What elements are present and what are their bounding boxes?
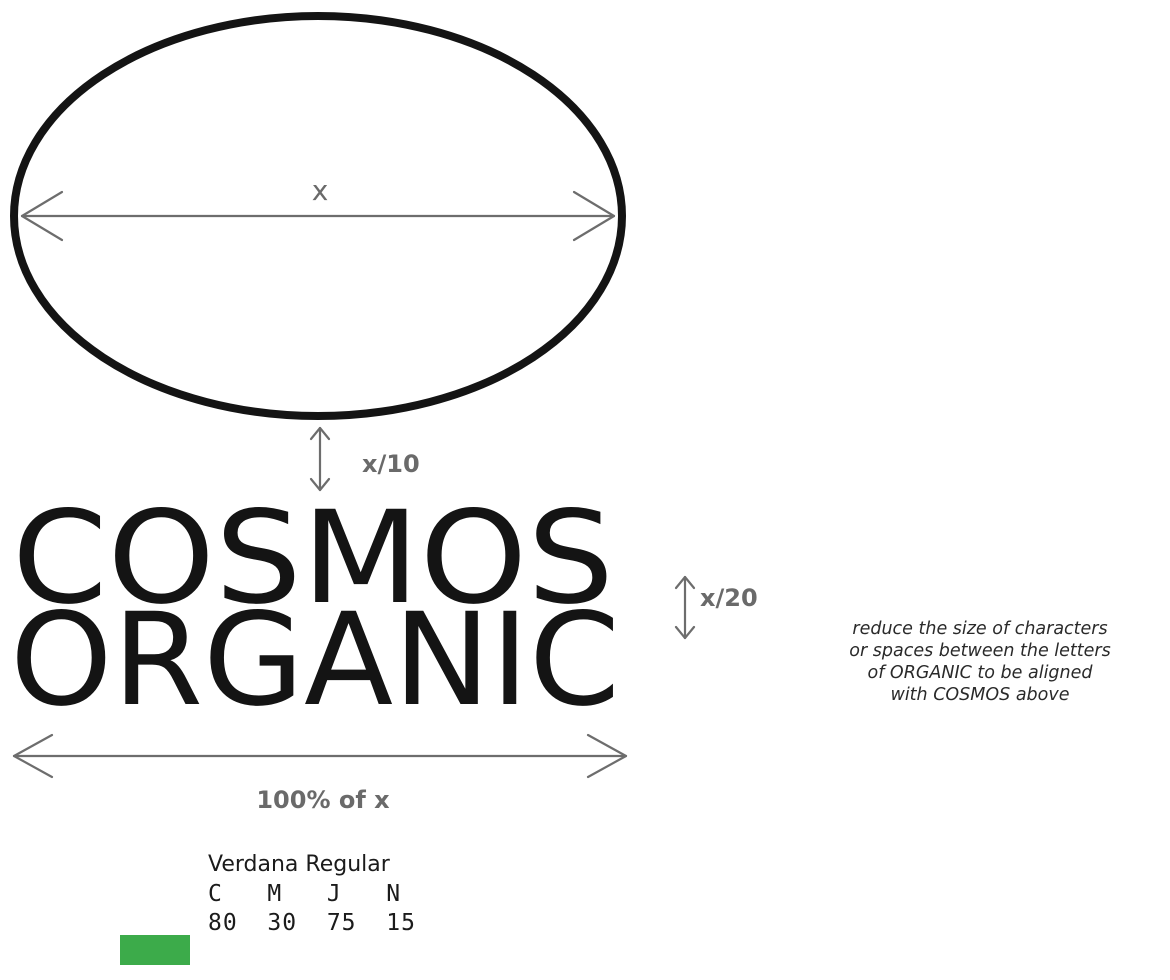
text-width-arrow <box>12 733 628 779</box>
font-name: Verdana Regular <box>208 852 390 877</box>
gap-arrow <box>309 426 331 492</box>
channel-name: J <box>326 881 342 907</box>
logo-ellipse <box>10 12 626 420</box>
wordmark-line-organic: ORGANIC <box>10 586 620 735</box>
note-line: reduce the size of characters <box>852 619 1108 639</box>
ellipse-width-arrow <box>20 190 616 242</box>
cmyk-channel-names: C M J N <box>208 880 416 909</box>
cmyk-channel-values: 80 30 75 15 <box>208 909 416 938</box>
gap-label: x/10 <box>362 450 420 478</box>
wordmark-line-cosmos: COSMOS <box>12 484 614 633</box>
note-line: or spaces between the letters <box>849 641 1111 661</box>
text-width-label: 100% of x <box>256 786 390 814</box>
note-line: of ORGANIC to be aligned <box>867 663 1093 683</box>
channel-name: N <box>386 881 402 907</box>
alignment-note: reduce the size of characters or spaces … <box>790 618 1170 706</box>
ellipse-width-label: x <box>312 174 329 207</box>
line-spacing-label: x/20 <box>700 584 758 612</box>
channel-value: 15 <box>386 910 416 936</box>
channel-value: 30 <box>267 910 298 936</box>
channel-name: C <box>208 881 223 907</box>
color-swatch <box>120 935 190 965</box>
channel-name: M <box>267 881 283 907</box>
font-color-spec: Verdana Regular C M J N 80 30 75 15 <box>208 850 416 938</box>
note-line: with COSMOS above <box>890 685 1070 705</box>
channel-value: 75 <box>326 910 357 936</box>
line-spacing-arrow <box>674 575 696 640</box>
channel-value: 80 <box>208 910 238 936</box>
